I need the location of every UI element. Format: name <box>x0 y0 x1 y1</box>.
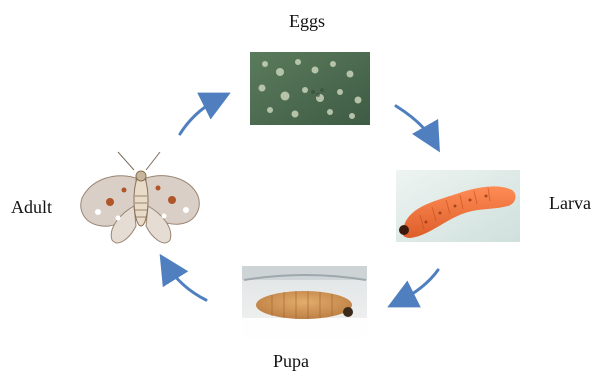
eggs-label: Eggs <box>289 12 325 30</box>
pupa-label: Pupa <box>273 352 309 370</box>
arrow-larva-to-pupa <box>398 270 438 302</box>
eggs-photo <box>250 52 370 125</box>
adult-photo <box>78 148 202 248</box>
larva-photo <box>396 170 520 242</box>
pupa-photo <box>242 266 367 338</box>
arrow-eggs-to-larva <box>396 106 434 142</box>
larva-label: Larva <box>549 194 591 212</box>
arrow-pupa-to-adult <box>166 264 206 300</box>
arrow-adult-to-eggs <box>180 98 220 134</box>
adult-label: Adult <box>11 198 52 216</box>
